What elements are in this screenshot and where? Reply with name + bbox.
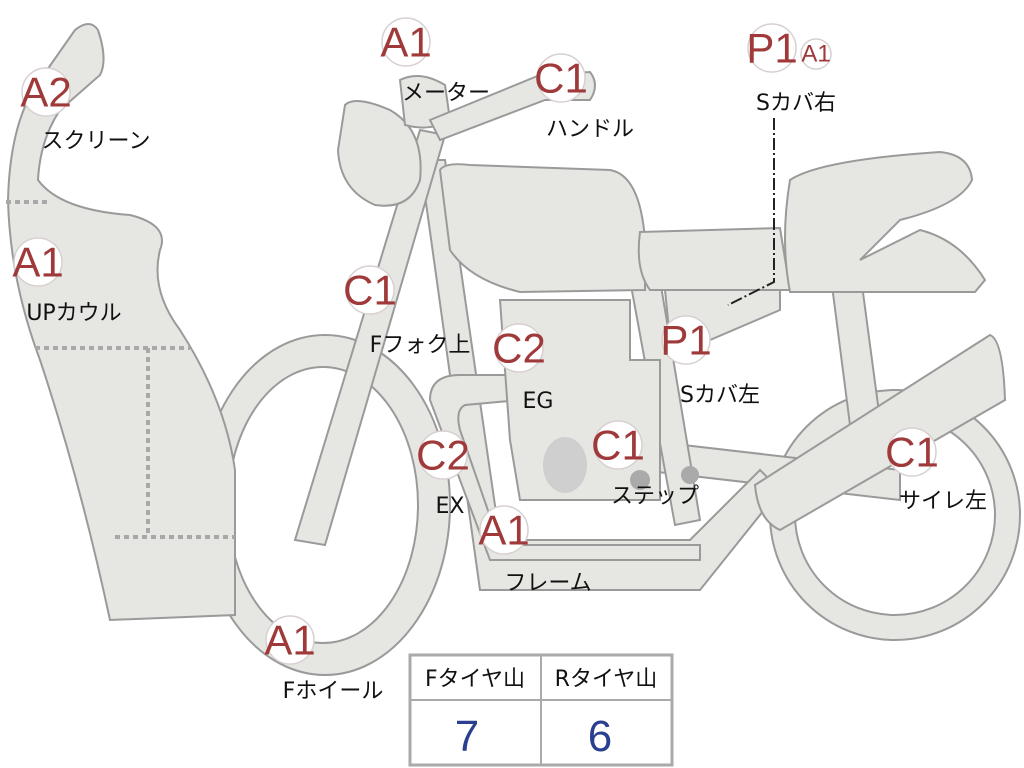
svg-text:C1: C1 xyxy=(534,55,588,102)
fuel-tank xyxy=(438,163,646,294)
grade-badge-screen: A2 xyxy=(20,67,72,117)
grade-badge-side-cover-right: P1 xyxy=(746,23,798,73)
grade-badge-meter: A1 xyxy=(380,17,432,67)
svg-text:C2: C2 xyxy=(416,432,470,479)
grade-badge-fork: C1 xyxy=(343,265,397,315)
label-handle: ハンドル xyxy=(546,117,634,142)
grade-badge-side-cover-left: P1 xyxy=(660,315,712,365)
rear-tire-header: Rタイヤ山 xyxy=(555,667,658,692)
grade-badge-handle: C1 xyxy=(534,53,588,103)
rear-shock xyxy=(828,269,882,427)
muffler xyxy=(753,333,1007,532)
label-step: ステップ xyxy=(611,484,699,509)
step-peg-2 xyxy=(681,466,699,484)
headlight xyxy=(336,100,422,207)
svg-text:A1: A1 xyxy=(264,617,315,664)
grade-badge-frame: A1 xyxy=(478,505,530,555)
seat xyxy=(637,226,792,291)
frame xyxy=(418,159,782,591)
label-screen: スクリーン xyxy=(42,129,151,154)
grade-badge-exhaust: C2 xyxy=(416,430,470,480)
grade-badge-side-cover-right-extra: A1 xyxy=(800,38,832,70)
svg-text:A1: A1 xyxy=(12,239,63,286)
exhaust xyxy=(428,374,701,561)
svg-text:A1: A1 xyxy=(478,507,529,554)
label-up-cowl: UPカウル xyxy=(26,301,121,326)
tail-cowl xyxy=(784,150,987,293)
pointer-line xyxy=(727,118,775,306)
grade-badge-front-wheel: A1 xyxy=(264,615,316,665)
svg-text:C2: C2 xyxy=(492,325,546,372)
fairing-seam-2 xyxy=(35,346,235,539)
svg-text:P1: P1 xyxy=(660,317,711,364)
grade-badge-up-cowl: A1 xyxy=(12,237,64,287)
label-meter: メーター xyxy=(402,81,490,106)
label-side-cover-left: Sカバ左 xyxy=(680,383,760,408)
grade-badge-silencer: C1 xyxy=(885,427,939,477)
rear-tire-value: 6 xyxy=(588,712,612,761)
front-tire-header: Fタイヤ山 xyxy=(425,667,525,692)
svg-text:A1: A1 xyxy=(380,19,431,66)
label-exhaust: EX xyxy=(436,494,465,519)
label-side-cover-right: Sカバ右 xyxy=(756,91,836,116)
label-silencer: サイレ左 xyxy=(899,489,987,514)
tire-table: Fタイヤ山 Rタイヤ山 7 6 xyxy=(408,653,674,767)
label-fork: Fフォク上 xyxy=(370,333,471,358)
engine-cover xyxy=(543,437,587,493)
svg-text:C1: C1 xyxy=(591,422,645,469)
svg-text:P1: P1 xyxy=(746,25,797,72)
front-tire-value: 7 xyxy=(455,712,479,761)
svg-text:A1: A1 xyxy=(801,41,830,68)
label-engine: EG xyxy=(523,389,554,414)
svg-text:C1: C1 xyxy=(343,267,397,314)
svg-text:A2: A2 xyxy=(20,69,71,116)
step-peg-1 xyxy=(630,470,650,490)
grade-badge-step: C1 xyxy=(591,420,645,470)
grade-badge-engine: C2 xyxy=(492,323,546,373)
label-front-wheel: Fホイール xyxy=(283,679,384,704)
svg-text:C1: C1 xyxy=(885,429,939,476)
label-frame: フレーム xyxy=(504,571,591,596)
